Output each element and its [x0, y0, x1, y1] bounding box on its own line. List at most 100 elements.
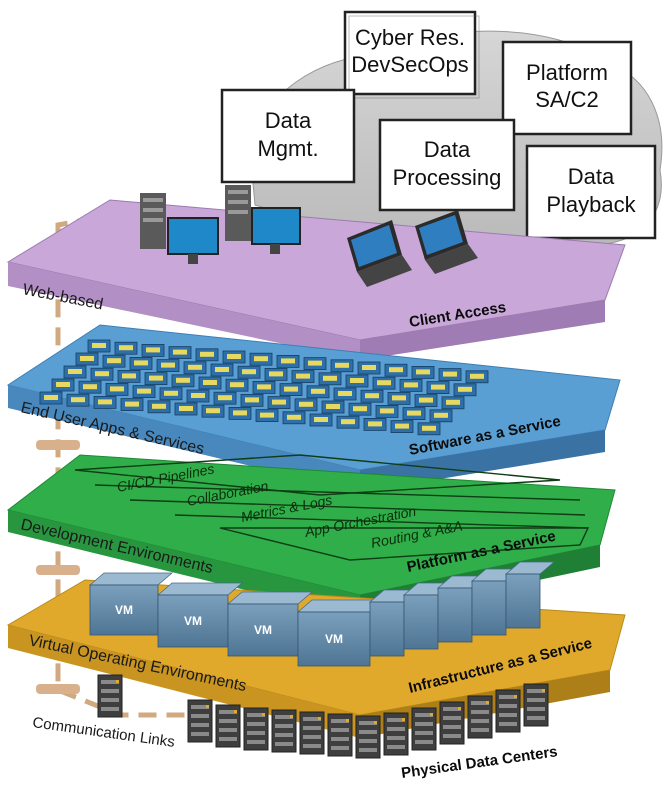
app-tile-icon [186, 389, 210, 403]
monitor-icon [251, 207, 301, 254]
capability-box-platform: Platform SA/C2 [501, 40, 633, 136]
app-tile-icon [384, 363, 408, 377]
capability-box-line: Data [568, 164, 615, 189]
app-tile-grid [39, 339, 489, 436]
app-tile-icon [156, 359, 180, 373]
app-tile-icon [210, 363, 234, 377]
app-tile-icon [237, 365, 261, 379]
app-tile-icon [228, 406, 252, 420]
app-tile-icon [222, 350, 246, 364]
app-tile-icon [276, 354, 300, 368]
app-tile-icon [66, 393, 90, 407]
app-tile-icon [120, 398, 144, 412]
datacenter-rack-icon [187, 699, 213, 743]
vm-label: VM [325, 632, 343, 646]
app-tile-icon [147, 400, 171, 414]
datacenter-rack-icon [523, 683, 549, 727]
datacenter-rack-icon [355, 715, 381, 759]
app-tile-icon [63, 365, 87, 379]
server-icon [225, 185, 251, 241]
app-tile-icon [465, 370, 489, 384]
app-tile-icon [159, 387, 183, 401]
app-tile-icon [318, 372, 342, 386]
datacenter-rack-icon [411, 707, 437, 751]
layer-paas: CI/CD Pipelines Collaboration Metrics & … [6, 454, 616, 618]
app-tile-icon [387, 391, 411, 405]
app-tile-icon [267, 396, 291, 410]
app-tile-icon [363, 417, 387, 431]
vm-row: VM VM VM VM [88, 561, 556, 667]
app-tile-icon [87, 339, 111, 353]
vm-block: VM [226, 591, 314, 657]
capability-box-line: DevSecOps [351, 52, 468, 77]
app-tile-icon [93, 395, 117, 409]
datacenter-rack-icon [97, 674, 123, 718]
capability-box-line: SA/C2 [535, 87, 599, 112]
server-icon [140, 193, 166, 249]
app-tile-icon [51, 378, 75, 392]
app-tile-icon [372, 376, 396, 390]
capability-box-data-playback: Data Playback [525, 144, 657, 240]
datacenter-rack-icon [495, 689, 521, 733]
app-tile-icon [345, 374, 369, 388]
monitor-icon [167, 217, 219, 264]
capability-box-line: Mgmt. [257, 136, 318, 161]
app-tile-icon [336, 415, 360, 429]
app-tile-icon [141, 343, 165, 357]
app-tile-icon [402, 407, 426, 421]
app-tile-icon [321, 400, 345, 414]
datacenter-racks [97, 674, 549, 759]
datacenter-rack-icon [243, 707, 269, 751]
capability-box-line: Data [424, 137, 471, 162]
app-tile-icon [174, 402, 198, 416]
vm-block [504, 561, 556, 629]
app-tile-icon [144, 372, 168, 386]
app-tile-icon [411, 365, 435, 379]
datacenter-rack-icon [383, 712, 409, 756]
app-tile-icon [75, 352, 99, 366]
layer-saas: End User Apps & Services Software as a S… [6, 324, 621, 492]
app-tile-icon [375, 404, 399, 418]
vm-label: VM [115, 603, 133, 617]
app-tile-icon [438, 368, 462, 382]
app-tile-icon [417, 422, 441, 436]
app-tile-icon [198, 376, 222, 390]
datacenter-rack-icon [467, 695, 493, 739]
app-tile-icon [453, 383, 477, 397]
datacenter-rack-icon [327, 713, 353, 757]
capability-box-line: Cyber Res. [355, 25, 465, 50]
app-tile-icon [264, 367, 288, 381]
app-tile-icon [90, 367, 114, 381]
app-tile-icon [360, 389, 384, 403]
app-tile-icon [330, 359, 354, 373]
vm-block: VM [88, 572, 174, 636]
app-tile-icon [195, 348, 219, 362]
app-tile-icon [390, 420, 414, 434]
app-tile-icon [282, 411, 306, 425]
app-tile-icon [183, 361, 207, 375]
app-tile-icon [333, 387, 357, 401]
app-tile-icon [213, 391, 237, 405]
capability-box-line: Platform [526, 60, 608, 85]
app-tile-icon [117, 369, 141, 383]
app-tile-icon [348, 402, 372, 416]
communication-links-label: Communication Links [31, 714, 175, 751]
datacenter-rack-icon [299, 711, 325, 755]
app-tile-icon [429, 409, 453, 423]
app-tile-icon [414, 394, 438, 408]
laptop-icon [347, 220, 412, 287]
app-tile-icon [240, 393, 264, 407]
paas-band-outlines [74, 454, 590, 561]
app-tile-icon [102, 354, 126, 368]
app-tile-icon [78, 380, 102, 394]
app-tile-icon [168, 346, 192, 360]
capability-box-data-processing: Data Processing [378, 118, 516, 212]
datacenter-rack-icon [271, 709, 297, 753]
app-tile-icon [105, 382, 129, 396]
datacenter-rack-icon [215, 704, 241, 748]
app-tile-icon [294, 398, 318, 412]
layer-client-access: Web-based Client Access [6, 199, 626, 360]
vm-label: VM [254, 623, 272, 637]
vm-label: VM [184, 614, 202, 628]
app-tile-icon [441, 396, 465, 410]
